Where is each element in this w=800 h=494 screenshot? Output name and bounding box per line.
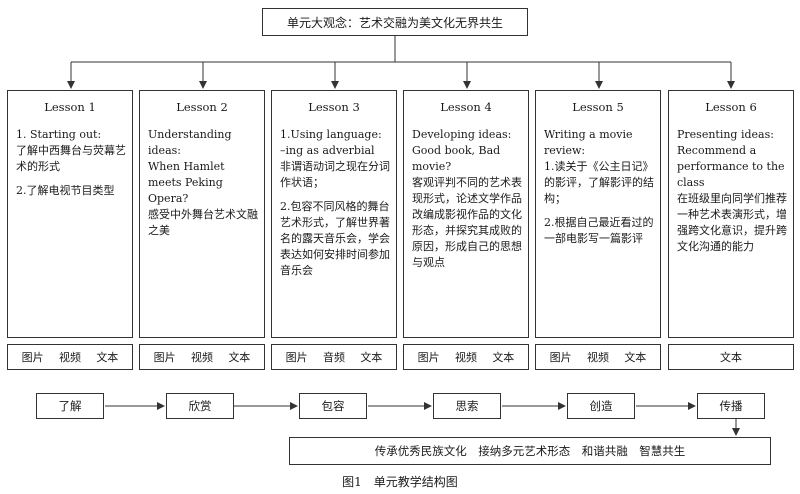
lesson-2-media-box: 图片 视频 文本 (139, 344, 265, 370)
lesson-3-item-1: 1.Using language: –ing as adverbial 非谓语动… (280, 128, 390, 189)
unit-concept-text: 单元大观念：艺术交融为美文化无界共生 (286, 15, 503, 30)
lesson-3-media-box: 图片 音频 文本 (271, 344, 397, 370)
lesson-6-item-1: Presenting ideas: Recommend a performanc… (677, 128, 787, 253)
lesson-3-title: Lesson 3 (308, 100, 360, 114)
figure-caption: 图1 单元教学结构图 (342, 475, 458, 489)
unit-concept-box: 单元大观念：艺术交融为美文化无界共生 (262, 8, 528, 36)
lesson-1-box: Lesson 1 1. Starting out: 了解中西舞台与荧幕艺术的形式… (7, 90, 133, 338)
lesson-1-item-2: 2.了解电视节目类型 (16, 184, 115, 197)
stage-reflect: 思索 (433, 393, 501, 419)
lesson-1-title: Lesson 1 (44, 100, 96, 114)
media-tag: 文本 (96, 351, 119, 364)
lesson-3-body: 1.Using language: –ing as adverbial 非谓语动… (280, 127, 391, 287)
lesson-4-title: Lesson 4 (440, 100, 492, 114)
stage-label: 了解 (58, 399, 82, 413)
lesson-4-body: Developing ideas: Good book, Bad movie? … (412, 127, 523, 279)
stage-tolerate: 包容 (299, 393, 367, 419)
stage-spread: 传播 (697, 393, 765, 419)
lesson-5-box: Lesson 5 Writing a movie review: 1.读关于《公… (535, 90, 661, 338)
media-tag: 视频 (454, 351, 477, 364)
lesson-1-media-box: 图片 视频 文本 (7, 344, 133, 370)
media-tag: 图片 (549, 351, 572, 364)
lesson-2-box: Lesson 2 Understanding ideas: When Hamle… (139, 90, 265, 338)
stage-label: 欣赏 (188, 399, 212, 413)
lesson-5-body: Writing a movie review: 1.读关于《公主日记》的影评，了… (544, 127, 655, 255)
lesson-1-item-1: 1. Starting out: 了解中西舞台与荧幕艺术的形式 (16, 128, 126, 173)
stage-label: 包容 (321, 399, 345, 413)
media-tag: 文本 (360, 351, 383, 364)
media-tag: 文本 (624, 351, 647, 364)
lesson-5-item-1: Writing a movie review: 1.读关于《公主日记》的影评，了… (544, 128, 654, 205)
stage-understand: 了解 (36, 393, 104, 419)
media-tag: 视频 (190, 351, 213, 364)
lesson-4-item-1: Developing ideas: Good book, Bad movie? … (412, 128, 522, 269)
media-tag: 文本 (720, 351, 742, 364)
media-tag: 视频 (58, 351, 81, 364)
media-tag: 图片 (417, 351, 440, 364)
lesson-6-title: Lesson 6 (705, 100, 757, 114)
lesson-3-box: Lesson 3 1.Using language: –ing as adver… (271, 90, 397, 338)
lesson-6-box: Lesson 6 Presenting ideas: Recommend a p… (668, 90, 794, 338)
media-tag: 图片 (21, 351, 44, 364)
lesson-2-body: Understanding ideas: When Hamlet meets P… (148, 127, 259, 247)
goal-box: 传承优秀民族文化 接纳多元艺术形态 和谐共融 智慧共生 (289, 437, 771, 465)
media-tag: 图片 (285, 351, 308, 364)
lesson-6-media-box: 文本 (668, 344, 794, 370)
stage-label: 创造 (589, 399, 613, 413)
lesson-6-body: Presenting ideas: Recommend a performanc… (677, 127, 788, 263)
media-tag: 文本 (228, 351, 251, 364)
stage-label: 传播 (719, 399, 743, 413)
lesson-4-media-box: 图片 视频 文本 (403, 344, 529, 370)
stage-appreciate: 欣赏 (166, 393, 234, 419)
media-tag: 视频 (586, 351, 609, 364)
lesson-2-item-1: Understanding ideas: When Hamlet meets P… (148, 128, 258, 237)
lesson-1-body: 1. Starting out: 了解中西舞台与荧幕艺术的形式 2.了解电视节目… (16, 127, 127, 207)
goal-text: 传承优秀民族文化 接纳多元艺术形态 和谐共融 智慧共生 (374, 444, 686, 458)
lesson-3-item-2: 2.包容不同风格的舞台艺术形式，了解世界著名的露天音乐会，学会表达如何安排时间参… (280, 200, 390, 277)
lesson-5-item-2: 2.根据自己最近看过的一部电影写一篇影评 (544, 216, 654, 245)
lesson-4-box: Lesson 4 Developing ideas: Good book, Ba… (403, 90, 529, 338)
media-tag: 音频 (322, 351, 345, 364)
media-tag: 文本 (492, 351, 515, 364)
stage-create: 创造 (567, 393, 635, 419)
lesson-2-title: Lesson 2 (176, 100, 228, 114)
stage-label: 思索 (455, 399, 479, 413)
media-tag: 图片 (153, 351, 176, 364)
lesson-5-title: Lesson 5 (572, 100, 624, 114)
lesson-5-media-box: 图片 视频 文本 (535, 344, 661, 370)
